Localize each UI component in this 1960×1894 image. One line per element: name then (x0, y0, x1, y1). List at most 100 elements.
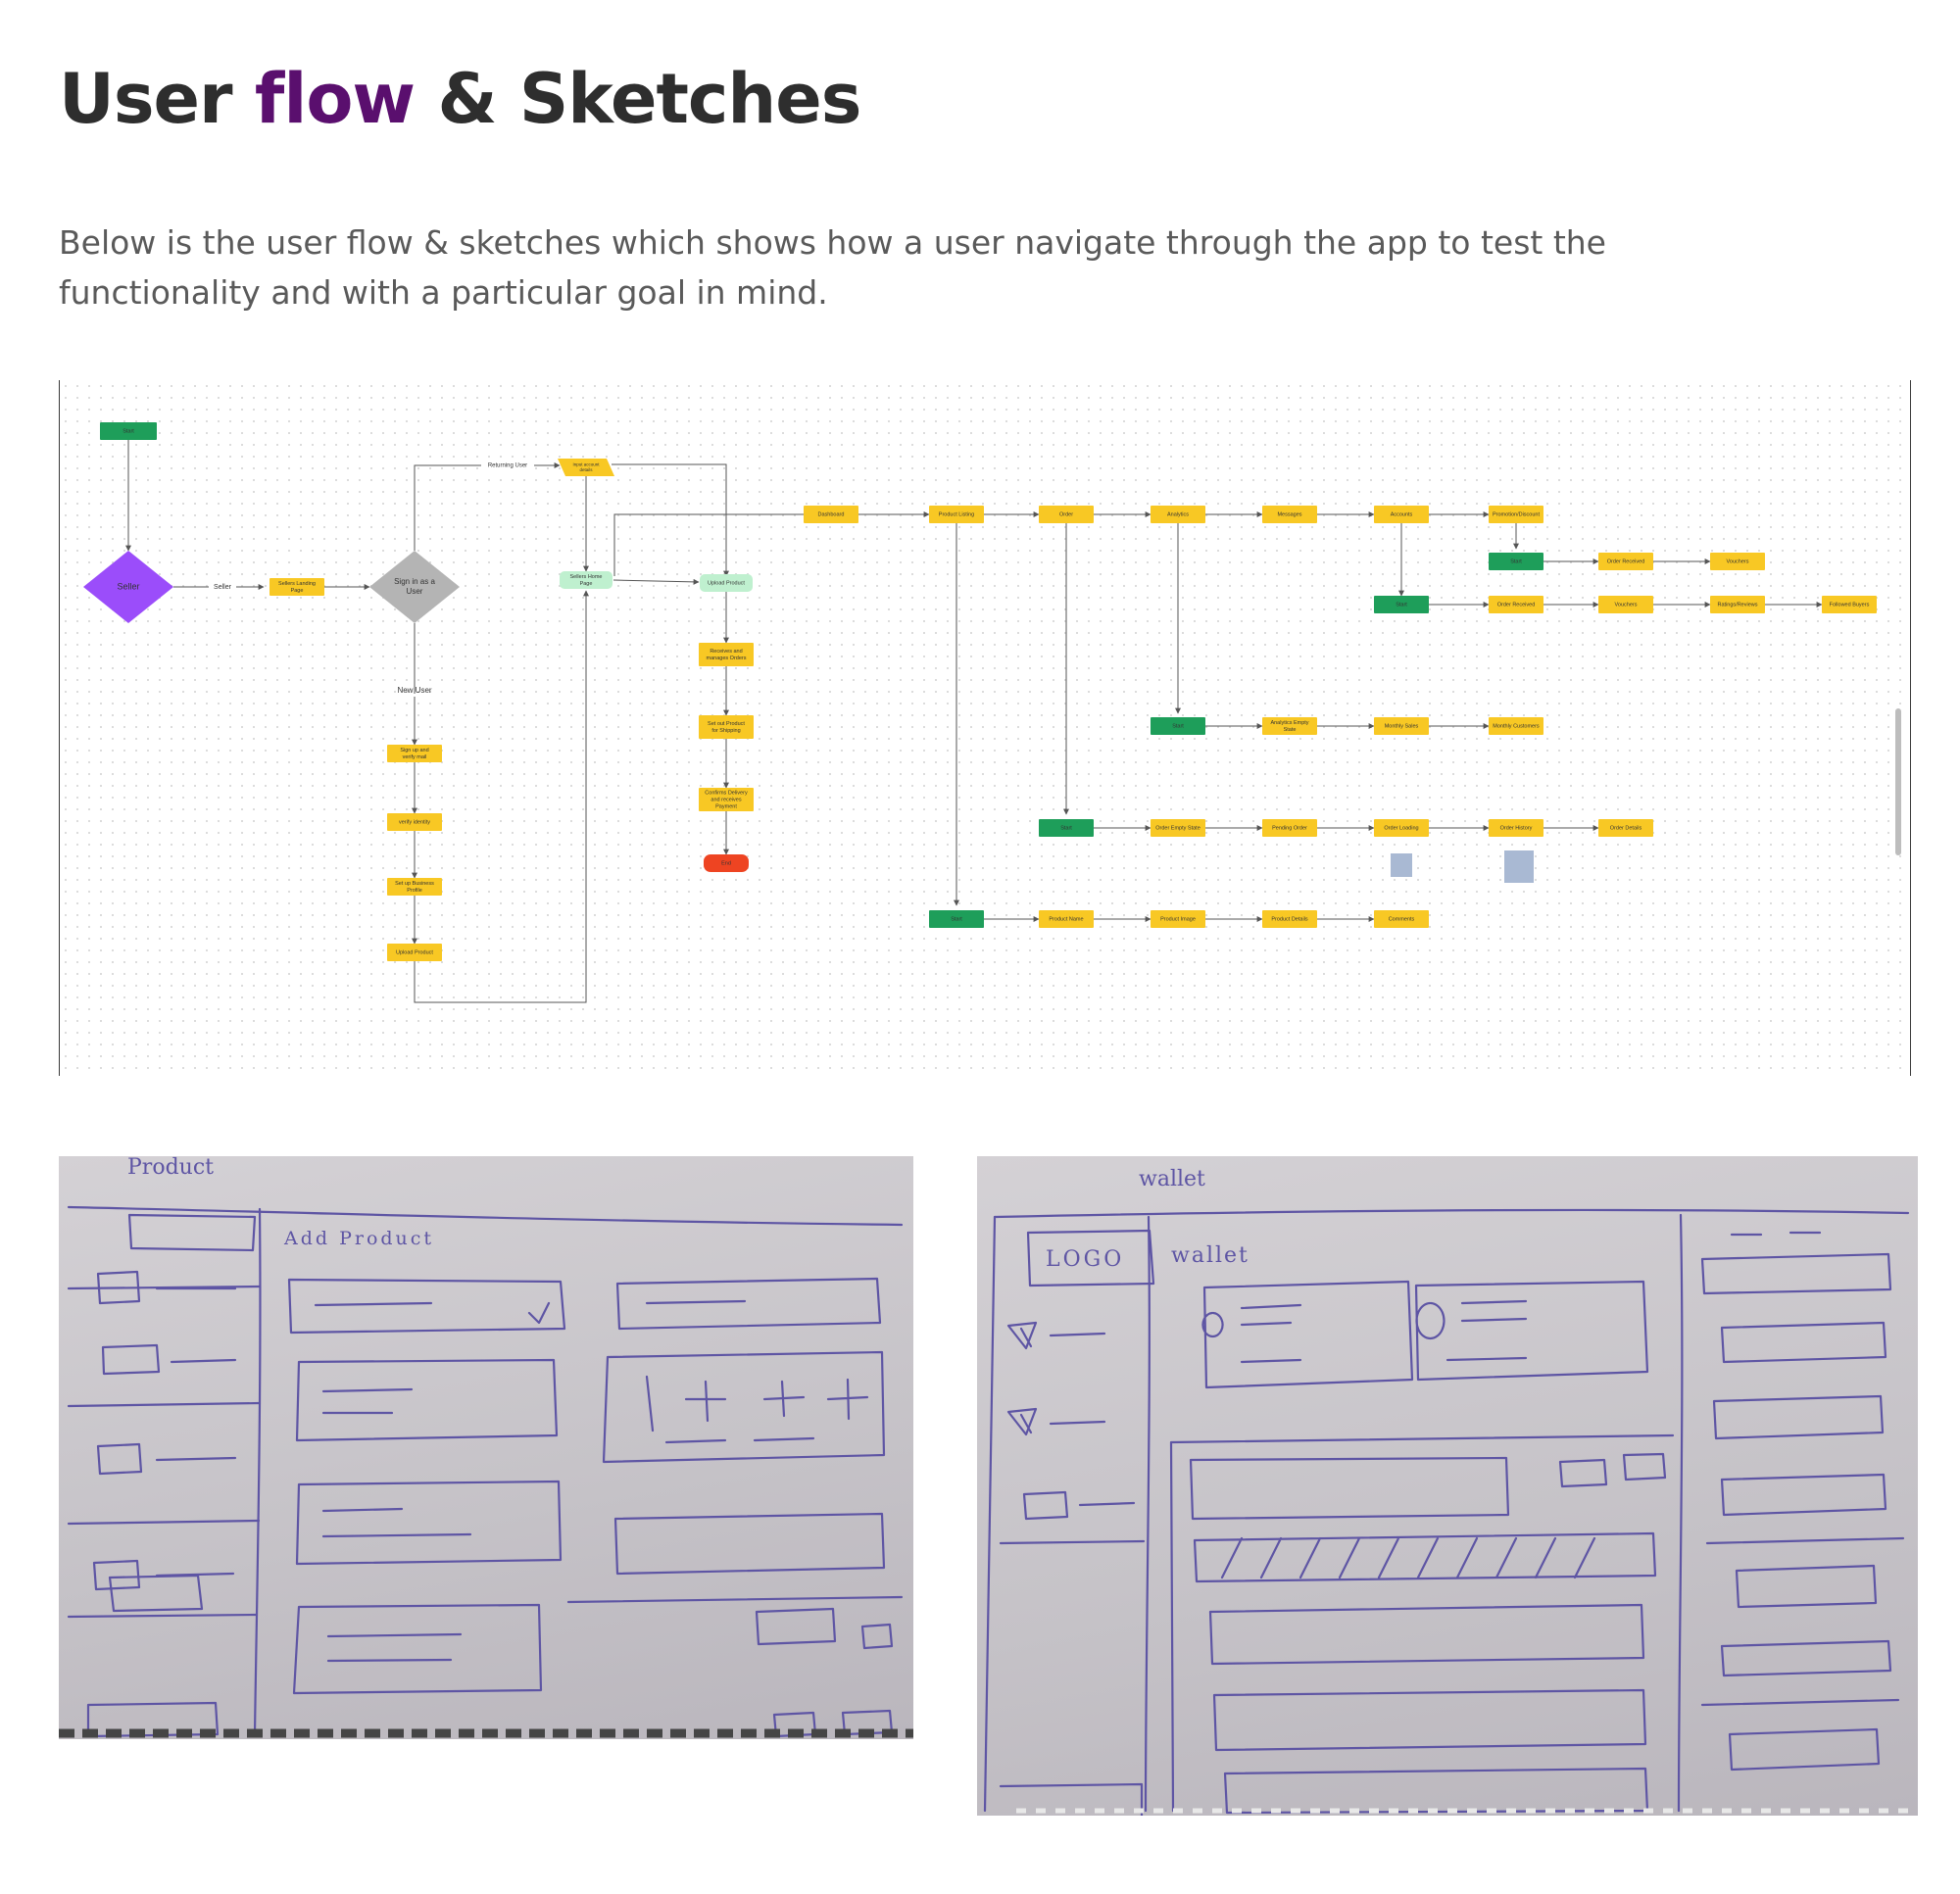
flow-start (100, 422, 157, 440)
order-loading-thumbnail (1391, 853, 1412, 877)
upload-product-main-label: Upload Product (708, 580, 745, 586)
product-start (929, 910, 984, 928)
promo-vouchers-label: Vouchers (1727, 558, 1749, 564)
promo-order-received (1598, 553, 1653, 570)
signin-decision (369, 551, 460, 623)
promo-start (1489, 553, 1544, 570)
add-product-heading: Add Product (283, 1228, 434, 1249)
nav-dashboard-label: Dashboard (818, 511, 845, 517)
product-comments-label: Comments (1389, 916, 1415, 922)
nav-promotion-discount (1489, 506, 1544, 523)
promo-start-label: Start (1510, 558, 1522, 564)
product-product-name (1039, 910, 1094, 928)
nav-order (1039, 506, 1094, 523)
nav-analytics-label: Analytics (1167, 511, 1189, 517)
product-page-label: Product (127, 1156, 214, 1180)
order-order-loading-label: Order Loading (1384, 825, 1418, 831)
analytics-start-label: Start (1172, 723, 1184, 729)
seller-step-2 (699, 715, 754, 739)
accounts-vouchers-label: Vouchers (1615, 602, 1638, 607)
product-product-details (1262, 910, 1317, 928)
wallet-page-label: wallet (1139, 1167, 1205, 1191)
product-product-details-label: Product Details (1271, 916, 1308, 922)
order-start-label: Start (1060, 825, 1072, 831)
returning-user-label: Returning User (488, 463, 527, 469)
title-part-1: User (59, 59, 255, 139)
order-order-empty-state (1151, 819, 1205, 837)
order-pending-order-label: Pending Order (1272, 825, 1307, 831)
nav-product-listing-label: Product Listing (939, 511, 974, 517)
product-product-image-label: Product Image (1160, 916, 1196, 922)
wallet-heading: wallet (1171, 1243, 1250, 1268)
new-user-step-3 (387, 878, 442, 896)
order-order-details-label: Order Details (1610, 825, 1642, 831)
sellers-landing-page (270, 578, 324, 596)
connector (612, 578, 700, 585)
new-user-step-2-label: verify identity (399, 819, 430, 825)
nav-promotion-discount-label: Promotion/Discount (1493, 511, 1540, 517)
flow-start-label: Start (122, 428, 134, 434)
connector (414, 590, 589, 1003)
accounts-vouchers (1598, 596, 1653, 613)
connector (613, 511, 810, 576)
seller-decision (83, 551, 173, 623)
order-pending-order (1262, 819, 1317, 837)
wallet-logo-text: LOGO (1046, 1247, 1124, 1272)
analytics-monthly-sales (1374, 717, 1429, 735)
product-sketch-drawing: Product Add Product (59, 1156, 913, 1738)
returning-user-bg (483, 460, 532, 471)
product-start-label: Start (951, 916, 962, 922)
flow-connectors (125, 440, 1823, 1003)
order-start (1039, 819, 1094, 837)
flow-end-label: End (721, 860, 731, 866)
order-order-empty-state-label: Order Empty State (1155, 825, 1200, 831)
analytics-analytics-empty-state (1262, 717, 1317, 735)
accounts-ratings-reviews-label: Ratings/Reviews (1718, 602, 1758, 607)
nav-analytics (1151, 506, 1205, 523)
wallet-sketch-photo: wallet LOGO wallet (977, 1156, 1918, 1816)
seller-step-3 (699, 788, 754, 811)
seller-edge-bg (209, 581, 236, 593)
promo-vouchers (1710, 553, 1765, 570)
product-product-image (1151, 910, 1205, 928)
product-sketch-photo: Product Add Product (59, 1156, 913, 1739)
product-comments (1374, 910, 1429, 928)
new-user-step-1 (387, 745, 442, 762)
seller-step-1 (699, 643, 754, 666)
nav-order-label: Order (1059, 511, 1073, 517)
order-order-details (1598, 819, 1653, 837)
new-user-step-2 (387, 813, 442, 831)
seller-decision-label: Seller (117, 581, 139, 591)
accounts-start-label: Start (1396, 602, 1407, 607)
accounts-order-received (1489, 596, 1544, 613)
order-order-loading (1374, 819, 1429, 837)
title-accent-word: flow (254, 59, 416, 139)
product-product-name-label: Product Name (1049, 916, 1083, 922)
promo-order-received-label: Order Received (1607, 558, 1645, 564)
order-history-thumbnail (1504, 850, 1534, 883)
scrollbar-thumb[interactable] (1895, 708, 1901, 855)
order-order-history (1489, 819, 1544, 837)
upload-product-main (700, 574, 753, 592)
analytics-monthly-sales-label: Monthly Sales (1385, 723, 1419, 729)
nav-messages-label: Messages (1277, 511, 1301, 517)
accounts-order-received-label: Order Received (1497, 602, 1536, 607)
title-part-2: & Sketches (415, 59, 861, 139)
analytics-monthly-customers-label: Monthly Customers (1493, 723, 1540, 729)
seller-edge-label: Seller (214, 584, 232, 591)
new-user-step-4 (387, 944, 442, 961)
nav-accounts (1374, 506, 1429, 523)
accounts-followed-buyers (1822, 596, 1877, 613)
